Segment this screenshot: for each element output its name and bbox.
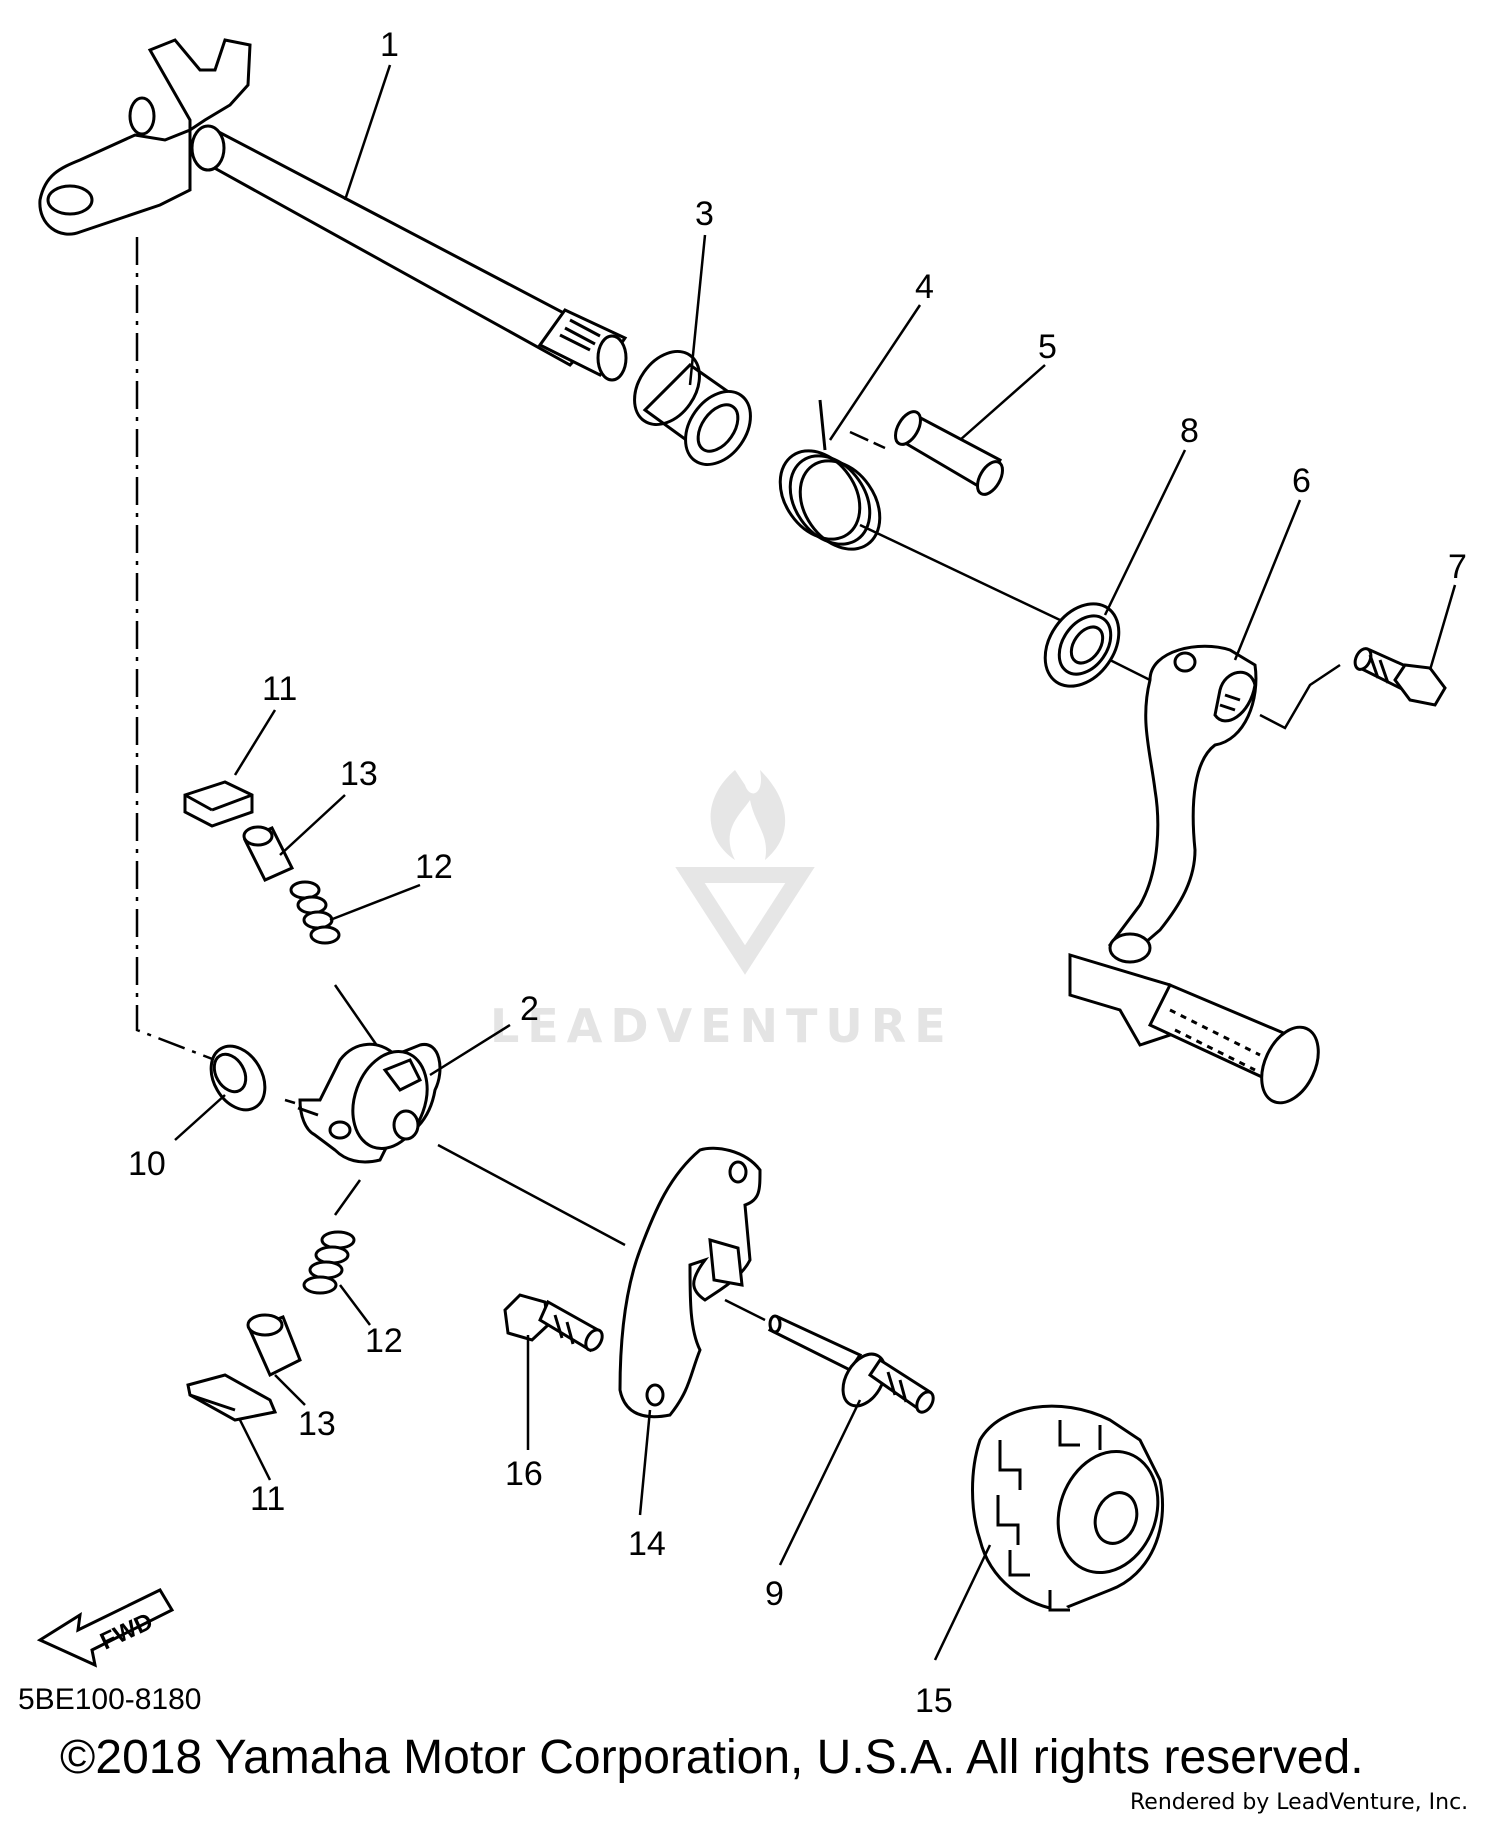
assembly-line-spring-bottom [333, 1179, 362, 1216]
pin-part [894, 410, 1004, 496]
leader-5 [959, 364, 1046, 441]
segment-pin-part [767, 1314, 935, 1414]
leader-lines [174, 64, 1457, 1661]
assembly-line-pedal-to-bolt [1259, 663, 1341, 730]
copyright-notice: ©2018 Yamaha Motor Corporation, U.S.A. A… [60, 1731, 1364, 1784]
leader-11b [238, 1419, 272, 1481]
assembly-line-seal-to-pedal [1109, 658, 1151, 682]
callout-11-top: 11 [262, 670, 297, 708]
leader-12a [329, 883, 421, 922]
leader-10 [174, 1094, 226, 1141]
stopper-plate-part [618, 1146, 762, 1419]
spring-top-part [289, 880, 341, 945]
callout-9: 9 [765, 1575, 784, 1613]
segment-part [971, 1404, 1165, 1612]
leader-16 [933, 1544, 992, 1661]
shift-pedal-part [1068, 644, 1320, 1105]
stopper-top-part [183, 780, 254, 828]
leadventure-watermark: LEADVENTURE [490, 770, 954, 1053]
spring-bottom-part [302, 1230, 356, 1295]
callout-13-top: 13 [340, 755, 378, 793]
assembly-line-spring-to-pin [849, 430, 886, 450]
leader-9 [778, 1399, 862, 1566]
callout-5: 5 [1038, 328, 1057, 366]
callout-10: 10 [128, 1145, 166, 1183]
oil-seal-part [1043, 602, 1121, 688]
stopper-bottom-part [186, 1373, 278, 1422]
leader-14 [638, 1409, 652, 1516]
callout-2: 2 [520, 990, 539, 1028]
leader-13b [274, 1374, 306, 1406]
leader-11a [233, 709, 277, 776]
leader-12b [339, 1284, 371, 1326]
callout-1: 1 [380, 26, 399, 64]
leader-8 [1103, 449, 1187, 616]
callout-7: 7 [1448, 548, 1467, 586]
fwd-arrow-icon: FWD [36, 1588, 175, 1668]
leader-6 [1233, 499, 1302, 661]
torsion-spring-part [778, 399, 882, 551]
callout-16: 15 [915, 1682, 953, 1720]
assembly-line-shaft-to-collar [135, 237, 216, 1062]
callout-8: 8 [1180, 412, 1199, 450]
pedal-bolt-part [1353, 647, 1447, 707]
callout-12-top: 12 [415, 848, 453, 886]
leader-1 [343, 64, 392, 201]
shift-lever-part [297, 1042, 442, 1164]
leader-3 [688, 234, 707, 386]
collar-part [633, 350, 752, 466]
callout-6: 6 [1292, 462, 1311, 500]
callout-12-bottom: 12 [365, 1322, 403, 1360]
callout-13-bottom: 13 [298, 1405, 336, 1443]
callout-11-bottom: 11 [250, 1480, 285, 1518]
shift-shaft-part [38, 38, 628, 382]
assembly-line-spring-top [333, 984, 382, 1051]
callout-4: 4 [915, 268, 934, 306]
leader-4 [828, 304, 922, 441]
assembly-line-spring-to-seal [859, 523, 1061, 622]
callout-15: 16 [505, 1455, 543, 1493]
rendered-by-credit: Rendered by LeadVenture, Inc. [1130, 1790, 1469, 1815]
diagram-code: 5BE100-8180 [18, 1683, 202, 1716]
callout-14: 14 [628, 1525, 666, 1563]
assembly-line-collar [284, 1098, 296, 1105]
leader-13a [279, 794, 346, 856]
roller-bottom-part [246, 1313, 302, 1378]
assembly-line-lever-to-plate [437, 1143, 626, 1247]
watermark-text: LEADVENTURE [490, 999, 954, 1053]
leader-7 [1428, 584, 1457, 671]
callout-3: 3 [695, 195, 714, 233]
roller-top-part [242, 825, 295, 882]
assembly-line-plate-to-pin [724, 1298, 766, 1322]
washer-collar-part [209, 1044, 267, 1112]
callouts: 1 3 4 5 8 6 7 11 13 12 2 10 12 13 11 16 … [128, 26, 1467, 1720]
leader-2 [429, 1023, 511, 1077]
plate-bolt-part [503, 1293, 604, 1353]
